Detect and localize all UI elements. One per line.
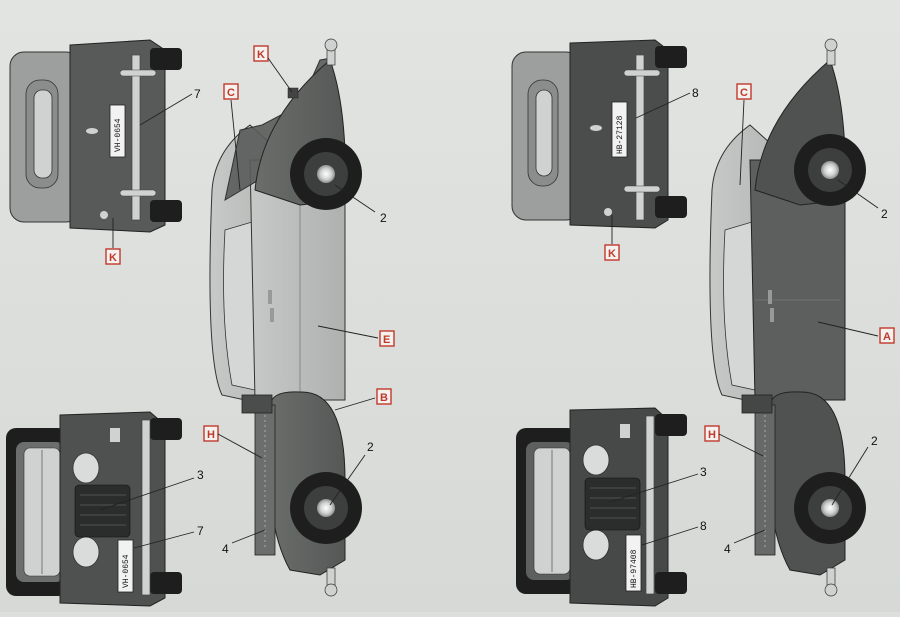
left-rear-plate-callout: 7: [194, 87, 201, 101]
right-rear-k-badge: K: [604, 244, 620, 261]
svg-text:C: C: [740, 87, 748, 99]
right-side-h-badge: H: [704, 425, 720, 442]
left-car-front-view: VH-0654: [6, 411, 182, 607]
svg-text:K: K: [608, 248, 616, 260]
right-side-rear-wheel: [794, 134, 866, 206]
left-car-rear-view: VH-0654: [9, 39, 182, 233]
right-front-plate-callout: 8: [700, 519, 707, 533]
left-front-plate: [117, 539, 134, 593]
left-side-rear-wheel: [290, 138, 362, 210]
right-front-plate-text: HB-97408: [630, 549, 639, 588]
right-car-side-view: [709, 38, 866, 597]
left-rear-k-badge: K: [105, 248, 121, 265]
left-side-rear-wheel-callout: 2: [380, 211, 387, 225]
right-front-grille-callout: 3: [700, 465, 707, 479]
left-side-b-badge: B: [376, 388, 392, 405]
svg-text:E: E: [383, 334, 390, 346]
left-side-c-badge: C: [223, 83, 239, 100]
right-car-front-view: HB-97408: [516, 407, 687, 607]
right-rear-plate: [611, 101, 628, 158]
svg-text:H: H: [207, 429, 215, 441]
svg-text:K: K: [257, 49, 265, 61]
left-car-side-view: [209, 38, 362, 597]
right-side-running-board-callout: 4: [724, 542, 731, 556]
svg-text:C: C: [227, 87, 235, 99]
left-rear-plate: [109, 104, 126, 158]
svg-text:K: K: [109, 252, 117, 264]
right-side-front-wheel: [794, 472, 866, 544]
right-rear-plate-callout: 8: [692, 86, 699, 100]
left-front-plate-text: VH-0654: [122, 554, 131, 588]
right-rear-plate-text: HB-27128: [616, 115, 625, 154]
left-front-grille-callout: 3: [197, 468, 204, 482]
right-car-rear-view: HB-27128: [511, 39, 687, 229]
svg-text:A: A: [883, 331, 891, 343]
right-side-c-badge: C: [736, 83, 752, 100]
left-side-front-wheel: [290, 472, 362, 544]
left-side-h-badge: H: [203, 425, 219, 442]
right-side-rear-wheel-callout: 2: [881, 207, 888, 221]
left-front-plate-callout: 7: [197, 524, 204, 538]
left-rear-plate-text: VH-0654: [114, 118, 123, 152]
svg-text:B: B: [380, 392, 388, 404]
left-side-e-badge: E: [379, 330, 395, 347]
left-side-running-board-callout: 4: [222, 542, 229, 556]
left-side-k-badge: K: [253, 45, 269, 62]
right-front-plate: [625, 534, 642, 592]
right-side-front-wheel-callout: 2: [871, 434, 878, 448]
right-side-a-badge: A: [879, 327, 895, 344]
svg-text:H: H: [708, 429, 716, 441]
left-side-front-wheel-callout: 2: [367, 440, 374, 454]
